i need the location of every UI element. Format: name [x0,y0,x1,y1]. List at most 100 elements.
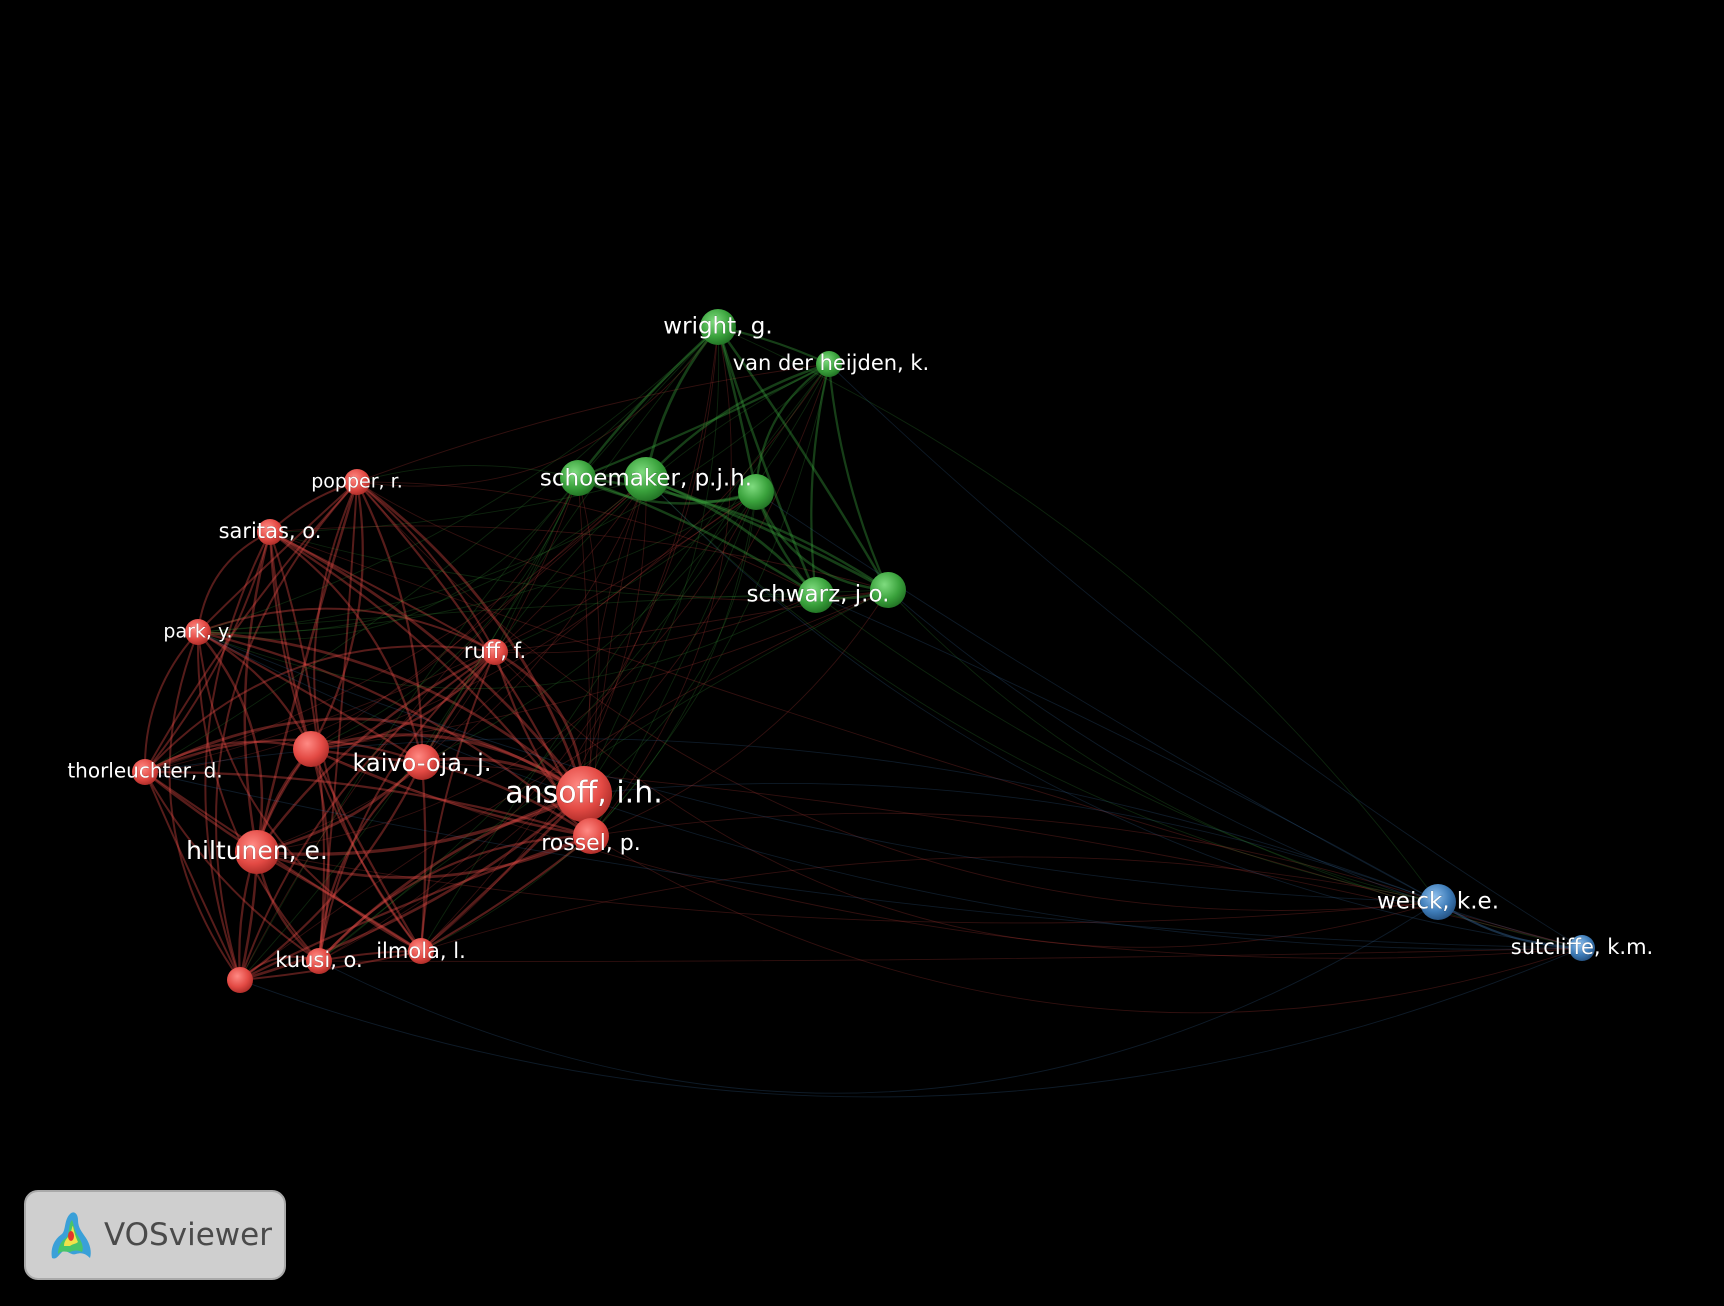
node-redhub[interactable] [293,731,329,767]
label-park[interactable]: park, y. [163,620,233,643]
label-kuusi[interactable]: kuusi, o. [275,948,363,973]
node-redlow[interactable] [227,967,253,993]
link [197,531,271,633]
label-schoemaker[interactable]: schoemaker, p.j.h. [540,465,753,492]
link [144,738,423,774]
label-saritas[interactable]: saritas, o. [218,519,322,544]
link [421,491,757,763]
label-vdh[interactable]: van der heijden, k. [732,351,930,376]
link [421,477,579,763]
link [197,631,313,750]
link [310,478,647,750]
node-popper[interactable] [344,469,370,495]
link [197,607,496,653]
link [144,771,320,962]
node-ansoff[interactable] [556,766,612,822]
node-thorleuchter[interactable] [132,759,158,785]
link [197,326,719,633]
link [144,771,1583,949]
node-schwarz[interactable] [798,577,834,613]
label-rossel[interactable]: rossel, p. [541,831,641,857]
link [255,481,359,853]
label-thorleuchter[interactable]: thorleuchter, d. [67,758,223,783]
link [239,651,496,981]
link [421,326,719,763]
link [583,326,720,795]
link [494,491,757,653]
link [590,812,1439,903]
node-weick[interactable] [1420,884,1456,920]
link [420,651,496,952]
link [590,835,1583,1014]
link [310,651,496,751]
link [645,478,1583,949]
label-schwarz[interactable]: schwarz, j.o. [746,581,890,608]
link [269,525,889,591]
link [494,589,889,653]
link [420,856,1439,952]
vosviewer-logo-icon [51,1212,91,1259]
label-ansoff[interactable]: ansoff, i.h. [505,775,663,811]
node-saritas[interactable] [257,519,283,545]
link [269,531,817,598]
node-ilmola[interactable] [408,938,434,964]
label-weick[interactable]: weick, k.e. [1377,888,1500,915]
node-schoemaker[interactable] [624,457,668,501]
link [144,477,579,773]
link [197,631,423,763]
node-ruff[interactable] [482,639,508,665]
node-kaivooja[interactable] [404,744,440,780]
label-ilmola[interactable]: ilmola, l. [376,939,466,964]
link [197,630,592,837]
link [256,834,592,879]
node-vdh[interactable] [816,351,842,377]
label-ruff[interactable]: ruff, f. [464,639,527,664]
node-rossel[interactable] [573,818,609,854]
node-park[interactable] [185,619,211,645]
label-sutcliffe[interactable]: sutcliffe, k.m. [1510,935,1653,960]
link [256,850,422,953]
link [420,835,592,952]
link [197,631,264,853]
link [239,792,585,982]
link-layer [143,325,1583,1098]
link [590,363,830,837]
node-hiltunen[interactable] [235,830,279,874]
node-kuusi[interactable] [306,948,332,974]
node-sutcliffe[interactable] [1569,935,1595,961]
label-wright[interactable]: wright, g. [663,313,773,340]
link [716,326,890,591]
link [144,770,592,838]
link [239,477,579,981]
link [144,771,241,981]
link [755,491,1439,903]
link [313,481,422,952]
link [815,594,1583,949]
link [256,851,1439,924]
link [196,631,320,962]
node-gright[interactable] [738,474,774,510]
link [310,481,364,750]
link [645,362,830,480]
link [420,363,830,952]
label-hiltunen[interactable]: hiltunen, e. [186,836,328,866]
link [355,481,424,763]
link [887,589,1439,903]
link [310,733,585,796]
link [583,363,830,795]
link [421,760,592,838]
link [318,947,1583,962]
link [268,531,313,750]
label-popper[interactable]: popper, r. [311,470,403,493]
label-kaivooja[interactable]: kaivo-oja, j. [352,749,492,778]
link [318,363,830,962]
link [239,950,422,981]
link [356,480,586,795]
link [256,792,585,856]
node-gleft[interactable] [560,460,596,496]
link [577,326,719,479]
node-wright[interactable] [700,309,736,345]
link [255,650,496,853]
node-gschw2[interactable] [870,572,906,608]
